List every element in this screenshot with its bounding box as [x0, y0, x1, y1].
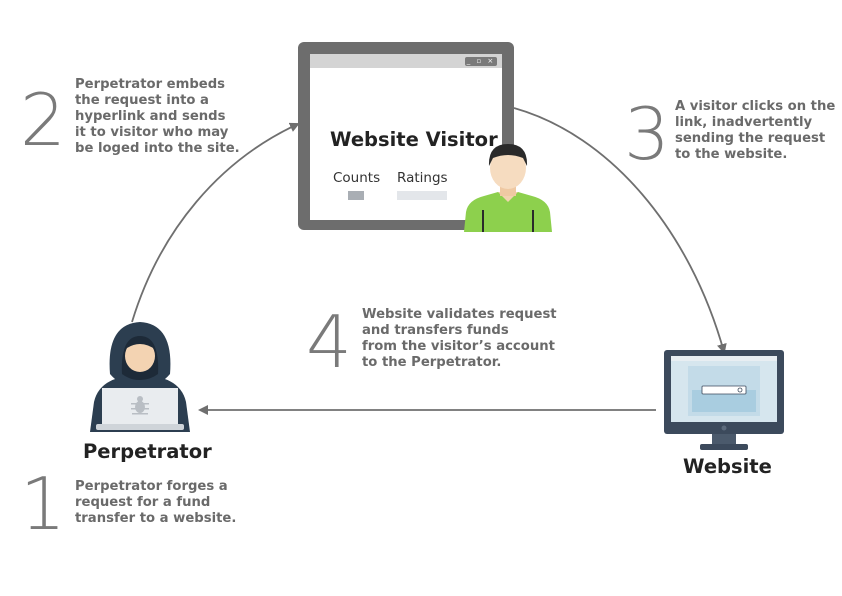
laptop-icon — [96, 388, 184, 430]
arrow-perpetrator-to-visitor — [131, 122, 300, 323]
arrow-visitor-to-website — [513, 107, 727, 354]
visitor-tab-counts-bar — [348, 191, 364, 200]
step-4-number: 4 — [306, 300, 352, 384]
visitor-tab-ratings-bar — [397, 191, 447, 200]
step-2-text: Perpetrator embeds the request into a hy… — [75, 77, 240, 156]
step-3-text: A visitor clicks on the link, inadverten… — [675, 99, 836, 162]
visitor-tab-counts: Counts — [333, 170, 381, 186]
website-label: Website — [683, 455, 772, 478]
person-icon — [464, 144, 552, 232]
step-1-number: 1 — [20, 462, 66, 546]
step-2-number: 2 — [20, 78, 66, 162]
bug-icon — [131, 396, 149, 415]
monitor-icon — [664, 350, 784, 450]
perpetrator-label: Perpetrator — [83, 440, 212, 463]
step-1-text: Perpetrator forges a request for a fund … — [75, 479, 237, 526]
visitor-browser-titlebar — [310, 54, 502, 68]
step-4-text: Website validates request and transfers … — [362, 307, 557, 370]
visitor-tab-ratings: Ratings — [397, 170, 448, 186]
window-controls-icon: _ ▫ × — [465, 57, 497, 66]
visitor-window-title: Website Visitor — [330, 128, 498, 151]
step-3-number: 3 — [624, 92, 670, 176]
